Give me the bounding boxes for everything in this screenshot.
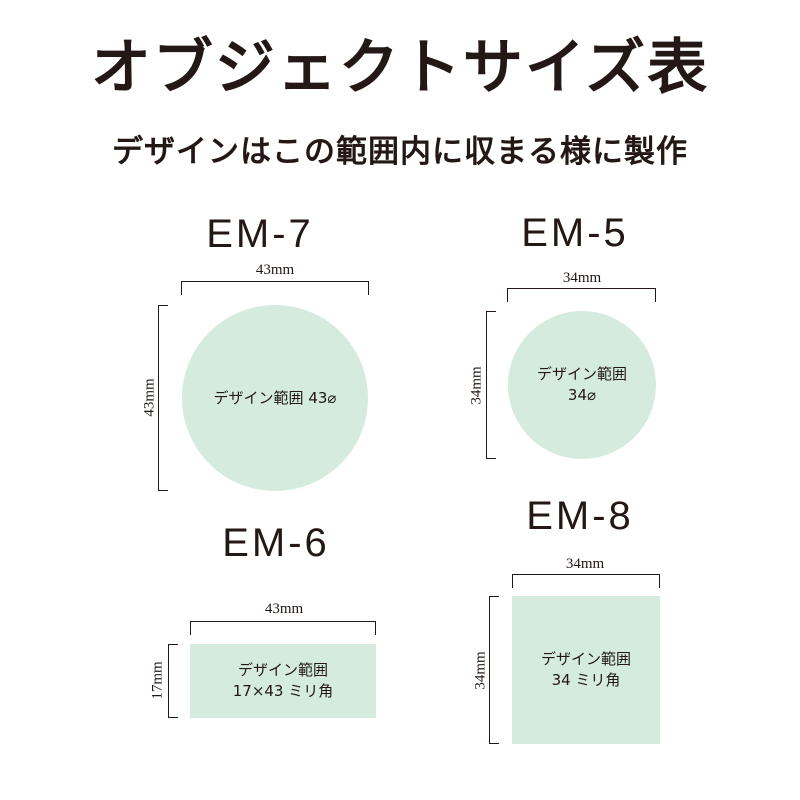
em7-height-label: 43mm (141, 378, 158, 417)
em7-width-label: 43mm (255, 262, 295, 278)
em6-area-text: デザイン範囲 17×43 ミリ角 (232, 661, 334, 700)
em7-width-bracket (181, 281, 369, 295)
em5-area-text: デザイン範囲 34⌀ (536, 365, 627, 404)
em8-width-label: 34mm (565, 556, 605, 572)
em5-width-label: 34mm (562, 270, 602, 286)
em7-model-label: EM-7 (206, 212, 314, 256)
em6-width-bracket (190, 621, 376, 635)
em6-height-bracket (168, 644, 178, 718)
em5-width-bracket (507, 288, 656, 302)
em6-width-label: 43mm (264, 601, 304, 617)
em6-model-label: EM-6 (222, 521, 330, 565)
em6-design-area: デザイン範囲 17×43 ミリ角 (190, 644, 376, 718)
page-subtitle: デザインはこの範囲内に収まる様に製作 (112, 134, 688, 170)
em7-design-area: デザイン範囲 43⌀ (182, 305, 368, 491)
em6-height-label: 17mm (149, 661, 166, 700)
page-title: オブジェクトサイズ表 (90, 33, 710, 103)
em8-height-label: 34mm (472, 651, 489, 690)
em5-model-label: EM-5 (521, 211, 629, 255)
em8-area-text: デザイン範囲 34 ミリ角 (540, 650, 631, 689)
em7-area-text: デザイン範囲 43⌀ (213, 388, 337, 407)
em5-height-bracket (486, 311, 496, 459)
em7-height-bracket (158, 305, 168, 491)
em8-height-bracket (489, 596, 499, 744)
em5-height-label: 34mm (468, 366, 485, 405)
em8-design-area: デザイン範囲 34 ミリ角 (512, 596, 660, 744)
em5-design-area: デザイン範囲 34⌀ (508, 311, 656, 459)
em8-width-bracket (512, 574, 660, 588)
em8-model-label: EM-8 (526, 494, 634, 538)
